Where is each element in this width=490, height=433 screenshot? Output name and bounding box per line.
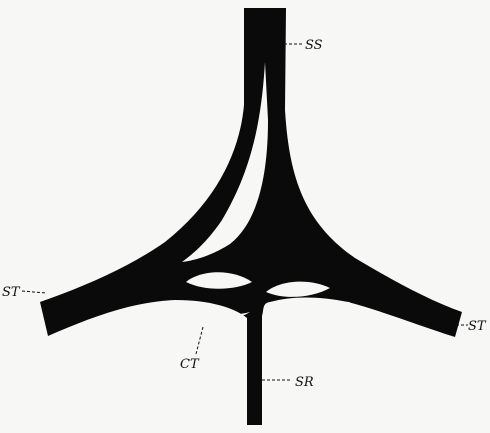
label-ct: CT: [180, 357, 200, 372]
label-st-right: ST: [468, 319, 487, 334]
label-st-left: ST: [2, 285, 21, 300]
label-sr: SR: [295, 375, 314, 390]
label-ss: SS: [305, 38, 323, 53]
